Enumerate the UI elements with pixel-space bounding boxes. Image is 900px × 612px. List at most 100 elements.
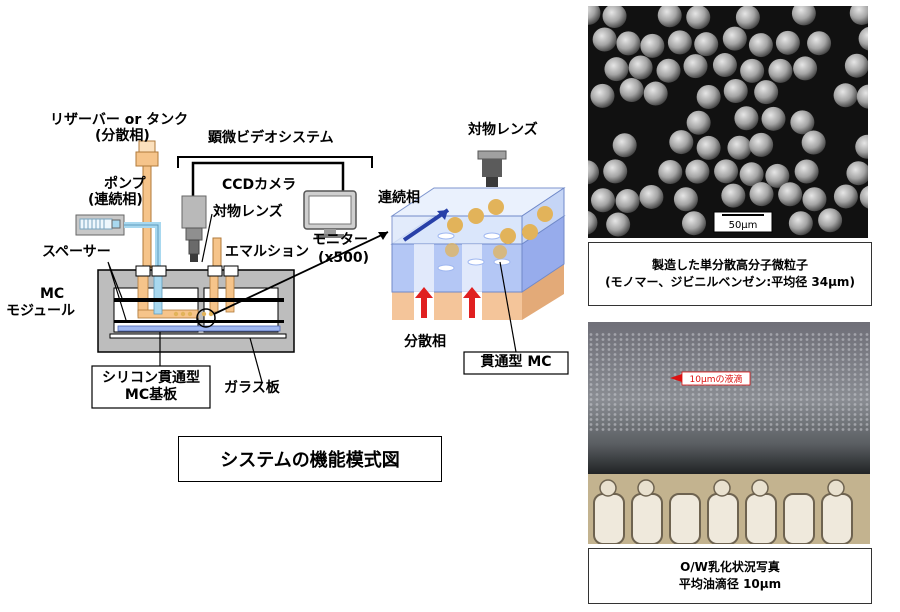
sem-bead	[696, 135, 721, 160]
sem-bead	[723, 79, 748, 104]
sem-caption-1: 製造した単分散高分子微粒子	[651, 258, 808, 272]
sem-beads	[588, 6, 868, 237]
sem-bead	[807, 31, 832, 56]
sem-bead	[778, 182, 803, 207]
micro-caption-2: 平均油滴径 10μm	[678, 577, 782, 591]
sem-bead	[740, 58, 765, 83]
sem-bead	[858, 27, 868, 51]
dispersed-phase-label: 分散相	[404, 334, 446, 350]
sem-bead	[591, 188, 616, 213]
mc-module-label-1: MC	[40, 286, 65, 302]
sem-bead	[683, 54, 708, 79]
glass-leader	[249, 337, 263, 383]
sem-bead	[640, 33, 665, 58]
mc-chip-3d	[390, 187, 566, 320]
sem-bead	[669, 130, 694, 155]
sem-bead	[727, 135, 752, 160]
sem-bead	[768, 58, 793, 83]
sem-bead	[682, 211, 707, 236]
video-system-label: 顕微ビデオシステム	[208, 130, 334, 146]
sem-bead	[859, 185, 868, 209]
sem-bead	[849, 6, 868, 25]
sem-bead	[818, 208, 843, 233]
sem-bead	[616, 31, 641, 56]
microchannel-row	[593, 479, 853, 544]
objective-lens-icon	[477, 150, 507, 187]
video-system-bracket	[177, 156, 373, 168]
zoom-circle	[196, 308, 216, 328]
droplet-annotation: 10μmの液滴	[690, 373, 743, 385]
sem-bead	[775, 30, 800, 55]
sem-bead	[712, 53, 737, 78]
sem-bead	[739, 162, 764, 187]
sem-bead	[604, 57, 629, 82]
pump-pipe-edge	[124, 224, 159, 268]
continuous-phase-label: 連続相	[378, 190, 420, 206]
sem-bead	[790, 110, 815, 135]
sem-bead	[734, 106, 759, 131]
sem-bead	[765, 163, 790, 188]
objective-pointer	[201, 213, 213, 263]
sem-bead	[602, 6, 627, 29]
monitor-magnification: (x500)	[318, 250, 370, 266]
camera-cable	[191, 161, 345, 196]
sem-bead	[686, 110, 711, 135]
sem-bead	[856, 84, 868, 109]
sem-bead	[714, 159, 739, 184]
pump-sub-label: (連続相)	[88, 192, 143, 208]
sem-bead	[673, 187, 698, 212]
figure-title-box: システムの機能模式図	[178, 436, 442, 482]
sem-bead	[844, 53, 868, 78]
system-diagram	[75, 140, 569, 409]
sem-bead	[802, 187, 827, 212]
pump-pipe	[124, 222, 161, 268]
sem-bead	[603, 159, 628, 184]
micro-caption-1: O/W乳化状況写真	[680, 560, 780, 574]
reservoir-label: リザーバー or タンク	[50, 112, 189, 128]
substrate-label-box	[91, 365, 211, 409]
sem-bead	[735, 6, 760, 30]
ccd-camera-label: CCDカメラ	[222, 177, 297, 193]
sem-bead	[667, 30, 692, 55]
sem-bead	[657, 6, 682, 28]
objective-lens-label-left: 対物レンズ	[213, 204, 283, 220]
emulsion-label: エマルション	[225, 244, 309, 260]
mc-module-label-2: モジュール	[6, 303, 76, 319]
sem-bead	[656, 58, 681, 83]
sem-bead	[588, 211, 598, 235]
sem-scale-label: 50μm	[729, 220, 758, 231]
sem-bead	[833, 184, 858, 209]
sem-bead	[639, 184, 664, 209]
sem-bead	[685, 159, 710, 184]
ccd-camera-icon	[181, 195, 207, 262]
emulsion-pipe	[212, 237, 222, 269]
sem-bead	[793, 56, 818, 81]
objective-lens-label-right: 対物レンズ	[468, 122, 538, 138]
monitor-label: モニター	[312, 232, 368, 248]
sem-photo: 50μm	[588, 6, 868, 238]
spacer-label: スペーサー	[42, 244, 111, 260]
figure-title: システムの機能模式図	[220, 450, 400, 471]
sem-bead	[846, 161, 868, 186]
sem-bead	[794, 159, 819, 184]
sem-bead	[761, 106, 786, 131]
sem-bead	[749, 132, 774, 157]
sem-bead	[619, 78, 644, 103]
through-mc-leader	[499, 261, 517, 353]
glass-plate-label: ガラス板	[224, 380, 280, 396]
spacer-leaders	[107, 261, 127, 321]
through-mc-box	[463, 351, 569, 375]
sem-bead	[658, 159, 683, 184]
sem-bead	[588, 160, 600, 185]
sem-caption-box: 製造した単分散高分子微粒子 (モノマー、ジビニルベンゼン:平均径 34μm)	[588, 242, 872, 306]
sem-bead	[721, 183, 746, 208]
sem-bead	[606, 212, 631, 237]
sem-bead	[754, 80, 779, 105]
substrate-label-2: MC基板	[124, 387, 178, 403]
sem-bead	[694, 32, 719, 57]
sem-bead	[749, 182, 774, 207]
sem-bead	[588, 6, 601, 25]
sem-caption-2: (モノマー、ジビニルベンゼン:平均径 34μm)	[605, 275, 855, 289]
sem-bead	[590, 83, 615, 108]
sem-bead	[592, 27, 617, 52]
